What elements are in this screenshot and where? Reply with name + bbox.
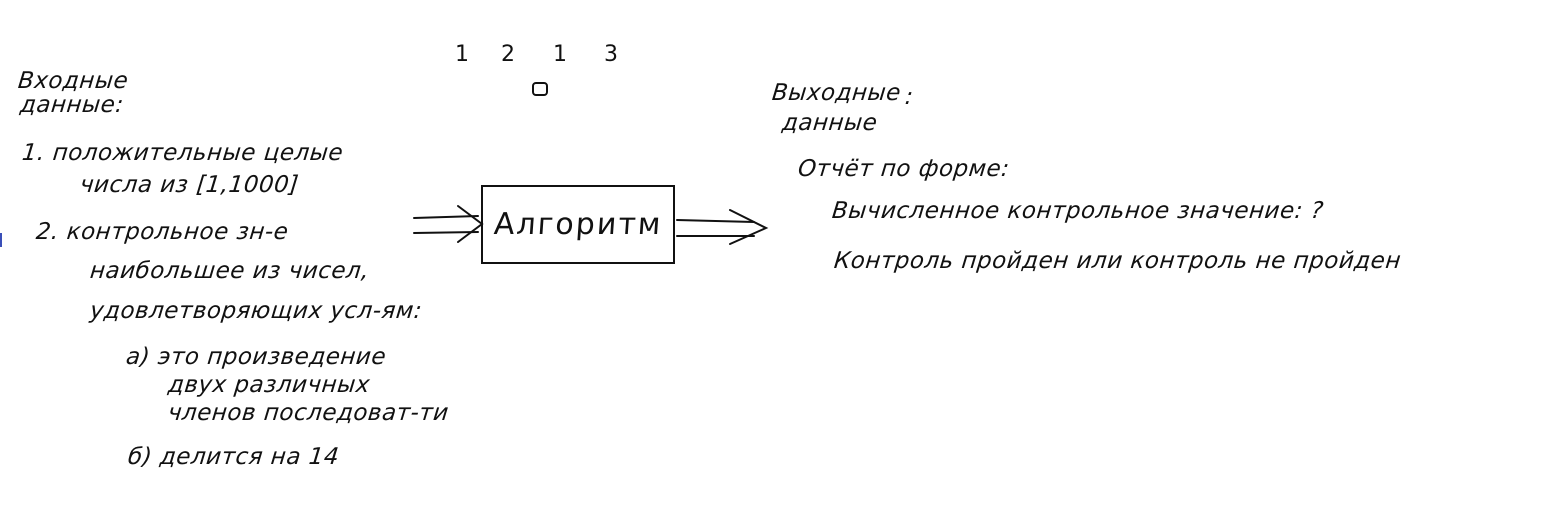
edge-mark <box>0 233 2 247</box>
sequence-number-3: 1 <box>553 42 567 67</box>
output-title-line1: Выходные <box>770 80 903 106</box>
computed-value-line: Вычисленное контрольное значение: ? <box>830 198 1325 224</box>
report-title: Отчёт по форме: <box>796 156 1011 182</box>
output-arrow <box>676 209 769 245</box>
small-rectangle-icon <box>532 82 548 96</box>
sequence-number-1: 1 <box>455 42 469 67</box>
algorithm-label: Алгоритм <box>492 207 664 242</box>
output-title-line2: данные <box>780 110 879 136</box>
algorithm-box: Алгоритм <box>481 185 675 264</box>
sequence-number-2: 2 <box>501 42 515 67</box>
input-arrow <box>413 205 484 243</box>
control-result-line: Контроль пройден или контроль не пройден <box>832 248 1403 274</box>
sequence-number-4: 3 <box>604 42 618 67</box>
